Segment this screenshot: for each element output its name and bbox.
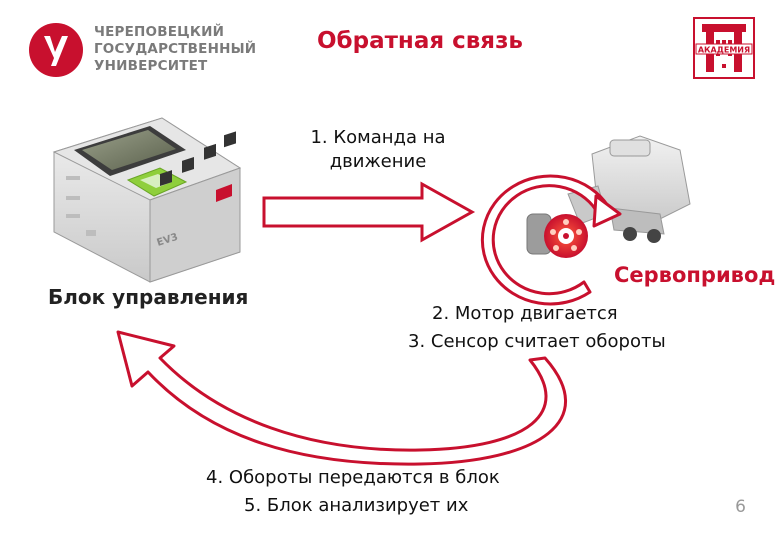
step-1-line-2: движение: [329, 151, 427, 172]
step-3-label: 3. Сенсор считает обороты: [408, 331, 666, 352]
feedback-arrow-icon: [116, 330, 567, 466]
university-name-line-2: ГОСУДАРСТВЕННЫЙ: [94, 41, 257, 57]
page-number: 6: [735, 497, 746, 517]
command-arrow-icon: [262, 181, 476, 243]
university-logo: ЧЕРЕПОВЕЦКИЙ ГОСУДАРСТВЕННЫЙ УНИВЕРСИТЕТ: [28, 22, 256, 84]
step-5-label: 5. Блок анализирует их: [244, 495, 469, 516]
academy-logo-text: АКАДЕМИЯ: [698, 46, 750, 55]
step-1-label: 1. Команда на движение: [278, 126, 478, 174]
university-name: ЧЕРЕПОВЕЦКИЙ ГОСУДАРСТВЕННЫЙ УНИВЕРСИТЕТ: [94, 24, 256, 75]
ev3-controller-image: EV3: [52, 117, 242, 283]
rotation-arrow-icon: [480, 174, 622, 306]
servo-label: Сервопривод: [614, 263, 776, 287]
servo-motor-image: [526, 135, 691, 258]
step-2-label: 2. Мотор двигается: [432, 303, 618, 324]
academy-logo: АКАДЕМИЯ: [693, 17, 755, 79]
step-1-line-1: 1. Команда на: [310, 127, 446, 148]
controller-label: Блок управления: [48, 285, 249, 309]
university-emblem-icon: [29, 23, 83, 77]
slide-title: Обратная связь: [317, 28, 523, 54]
university-name-line-3: УНИВЕРСИТЕТ: [94, 58, 208, 74]
university-name-line-1: ЧЕРЕПОВЕЦКИЙ: [94, 24, 225, 40]
step-4-label: 4. Обороты передаются в блок: [206, 467, 500, 488]
